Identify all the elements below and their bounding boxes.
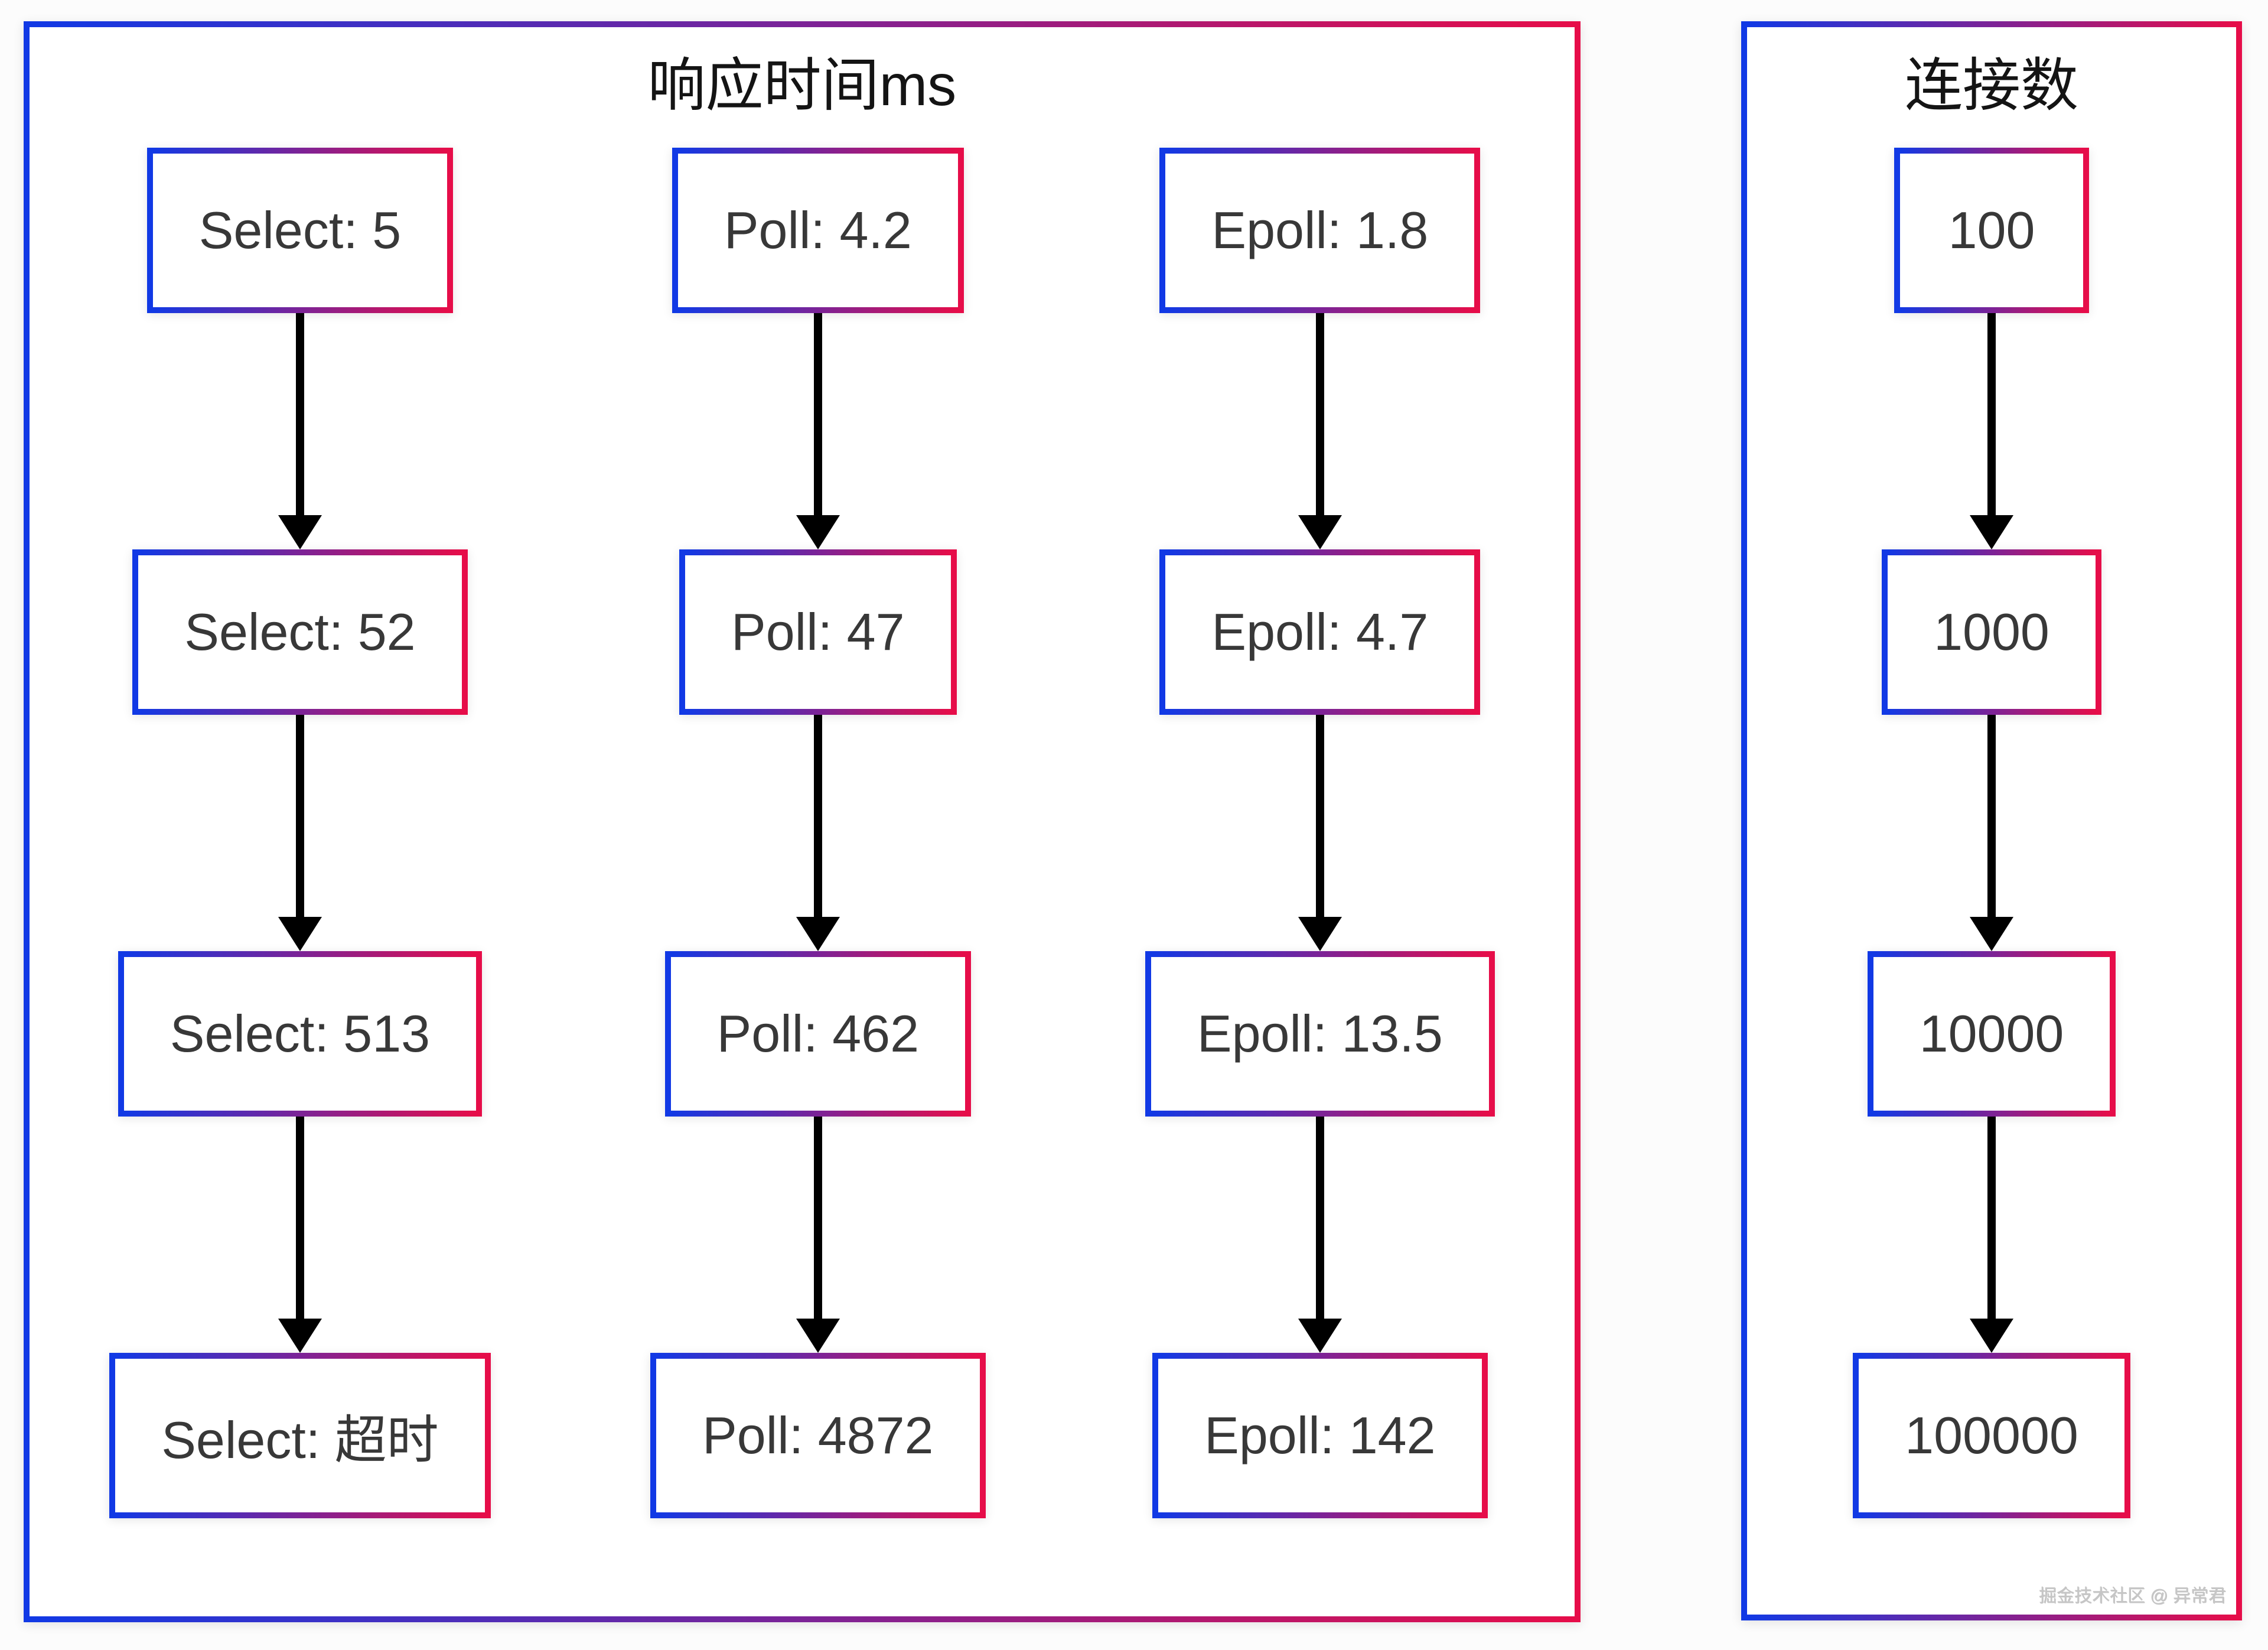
arrowhead-icon bbox=[1970, 917, 2013, 951]
arrow-down bbox=[1970, 715, 2013, 951]
arrowhead-icon bbox=[278, 515, 322, 549]
arrowhead-icon bbox=[1298, 515, 1342, 549]
flow-node: Select: 52 bbox=[132, 549, 468, 715]
panel-connections: 连接数 100 1000 10000 100000 掘金技术社区 @ 异常君 bbox=[1741, 21, 2242, 1620]
arrow-down bbox=[796, 1117, 840, 1353]
arrow-line bbox=[1987, 313, 1996, 515]
arrowhead-icon bbox=[278, 1319, 322, 1353]
flow-column-epoll: Epoll: 1.8 Epoll: 4.7 Epoll: 13.5 Epoll:… bbox=[1145, 148, 1495, 1518]
arrow-line bbox=[1315, 1117, 1324, 1319]
flow-node: Poll: 4872 bbox=[650, 1353, 986, 1518]
flow-node: Epoll: 4.7 bbox=[1159, 549, 1481, 715]
arrow-line bbox=[1315, 313, 1324, 515]
arrow-line bbox=[1987, 1117, 1996, 1319]
arrow-down bbox=[278, 715, 322, 951]
flow-node: Select: 513 bbox=[118, 951, 483, 1117]
arrow-line bbox=[813, 1117, 822, 1319]
arrow-line bbox=[1987, 715, 1996, 917]
flow-node: 100000 bbox=[1853, 1353, 2130, 1518]
arrow-down bbox=[278, 1117, 322, 1353]
arrowhead-icon bbox=[796, 917, 840, 951]
arrow-down bbox=[796, 715, 840, 951]
arrow-line bbox=[813, 715, 822, 917]
arrowhead-icon bbox=[1970, 1319, 2013, 1353]
flow-node: Epoll: 13.5 bbox=[1145, 951, 1495, 1117]
panel-title-connections: 连接数 bbox=[1904, 53, 2078, 118]
panel-title-response-time: 响应时间ms bbox=[647, 53, 957, 118]
arrow-line bbox=[1315, 715, 1324, 917]
response-time-columns: Select: 5 Select: 52 Select: 513 Select:… bbox=[30, 148, 1575, 1518]
flow-column-poll: Poll: 4.2 Poll: 47 Poll: 462 Poll: 4872 bbox=[650, 148, 986, 1518]
flow-node: Epoll: 1.8 bbox=[1159, 148, 1481, 313]
flow-node: 100 bbox=[1894, 148, 2089, 313]
arrow-line bbox=[295, 1117, 304, 1319]
flow-node: 1000 bbox=[1882, 549, 2101, 715]
arrow-down bbox=[278, 313, 322, 549]
flow-column-connections: 100 1000 10000 100000 bbox=[1853, 148, 2130, 1518]
arrow-down bbox=[1298, 715, 1342, 951]
flow-column-select: Select: 5 Select: 52 Select: 513 Select:… bbox=[109, 148, 491, 1518]
flow-node: Poll: 4.2 bbox=[672, 148, 964, 313]
arrow-line bbox=[813, 313, 822, 515]
arrowhead-icon bbox=[1298, 1319, 1342, 1353]
arrowhead-icon bbox=[1298, 917, 1342, 951]
arrow-down bbox=[1298, 313, 1342, 549]
watermark: 掘金技术社区 @ 异常君 bbox=[2039, 1587, 2227, 1606]
panel-response-time: 响应时间ms Select: 5 Select: 52 Select: 513 … bbox=[24, 21, 1581, 1622]
arrowhead-icon bbox=[796, 515, 840, 549]
flow-node: Select: 5 bbox=[146, 148, 454, 313]
flow-node: Epoll: 142 bbox=[1152, 1353, 1488, 1518]
arrow-line bbox=[295, 313, 304, 515]
arrow-down bbox=[1970, 313, 2013, 549]
arrowhead-icon bbox=[278, 917, 322, 951]
flow-node: Poll: 47 bbox=[679, 549, 957, 715]
arrowhead-icon bbox=[796, 1319, 840, 1353]
arrow-down bbox=[796, 313, 840, 549]
arrow-line bbox=[295, 715, 304, 917]
arrow-down bbox=[1970, 1117, 2013, 1353]
connections-columns: 100 1000 10000 100000 bbox=[1747, 148, 2236, 1518]
arrow-down bbox=[1298, 1117, 1342, 1353]
arrowhead-icon bbox=[1970, 515, 2013, 549]
flow-node: Select: 超时 bbox=[109, 1353, 491, 1518]
flow-node: Poll: 462 bbox=[664, 951, 972, 1117]
flow-node: 10000 bbox=[1867, 951, 2116, 1117]
